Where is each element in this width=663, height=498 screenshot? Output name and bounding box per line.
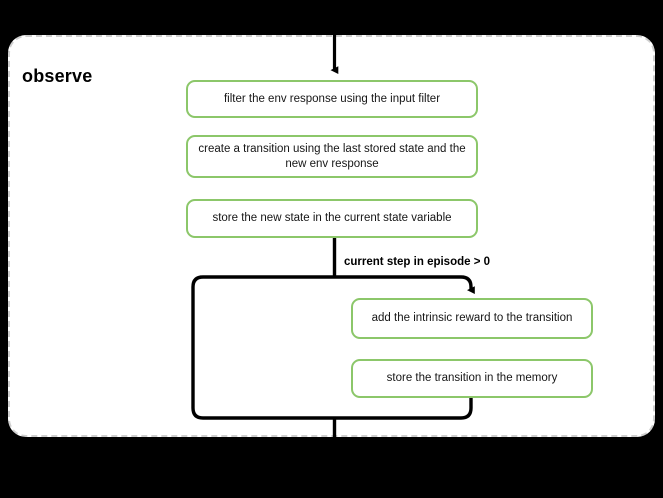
node-label: add the intrinsic reward to the transiti… [371, 312, 573, 325]
group-title-observe: observe [22, 66, 93, 86]
node-label: store the transition in the memory [386, 372, 558, 385]
node-store-transition-in-memory[interactable]: store the transition in the memory [351, 359, 593, 398]
node-add-intrinsic-reward[interactable]: add the intrinsic reward to the transiti… [351, 298, 593, 339]
node-create-transition[interactable]: create a transition using the last store… [186, 135, 478, 178]
edge-label-current-step-in-episode: current step in episode > 0 [344, 256, 491, 268]
node-label: create a transition using the last store… [198, 143, 466, 170]
node-filter-env-response[interactable]: filter the env response using the input … [186, 80, 478, 118]
node-label: filter the env response using the input … [223, 92, 441, 105]
node-label: store the new state in the current state… [212, 212, 452, 225]
node-store-new-state[interactable]: store the new state in the current state… [186, 199, 478, 238]
